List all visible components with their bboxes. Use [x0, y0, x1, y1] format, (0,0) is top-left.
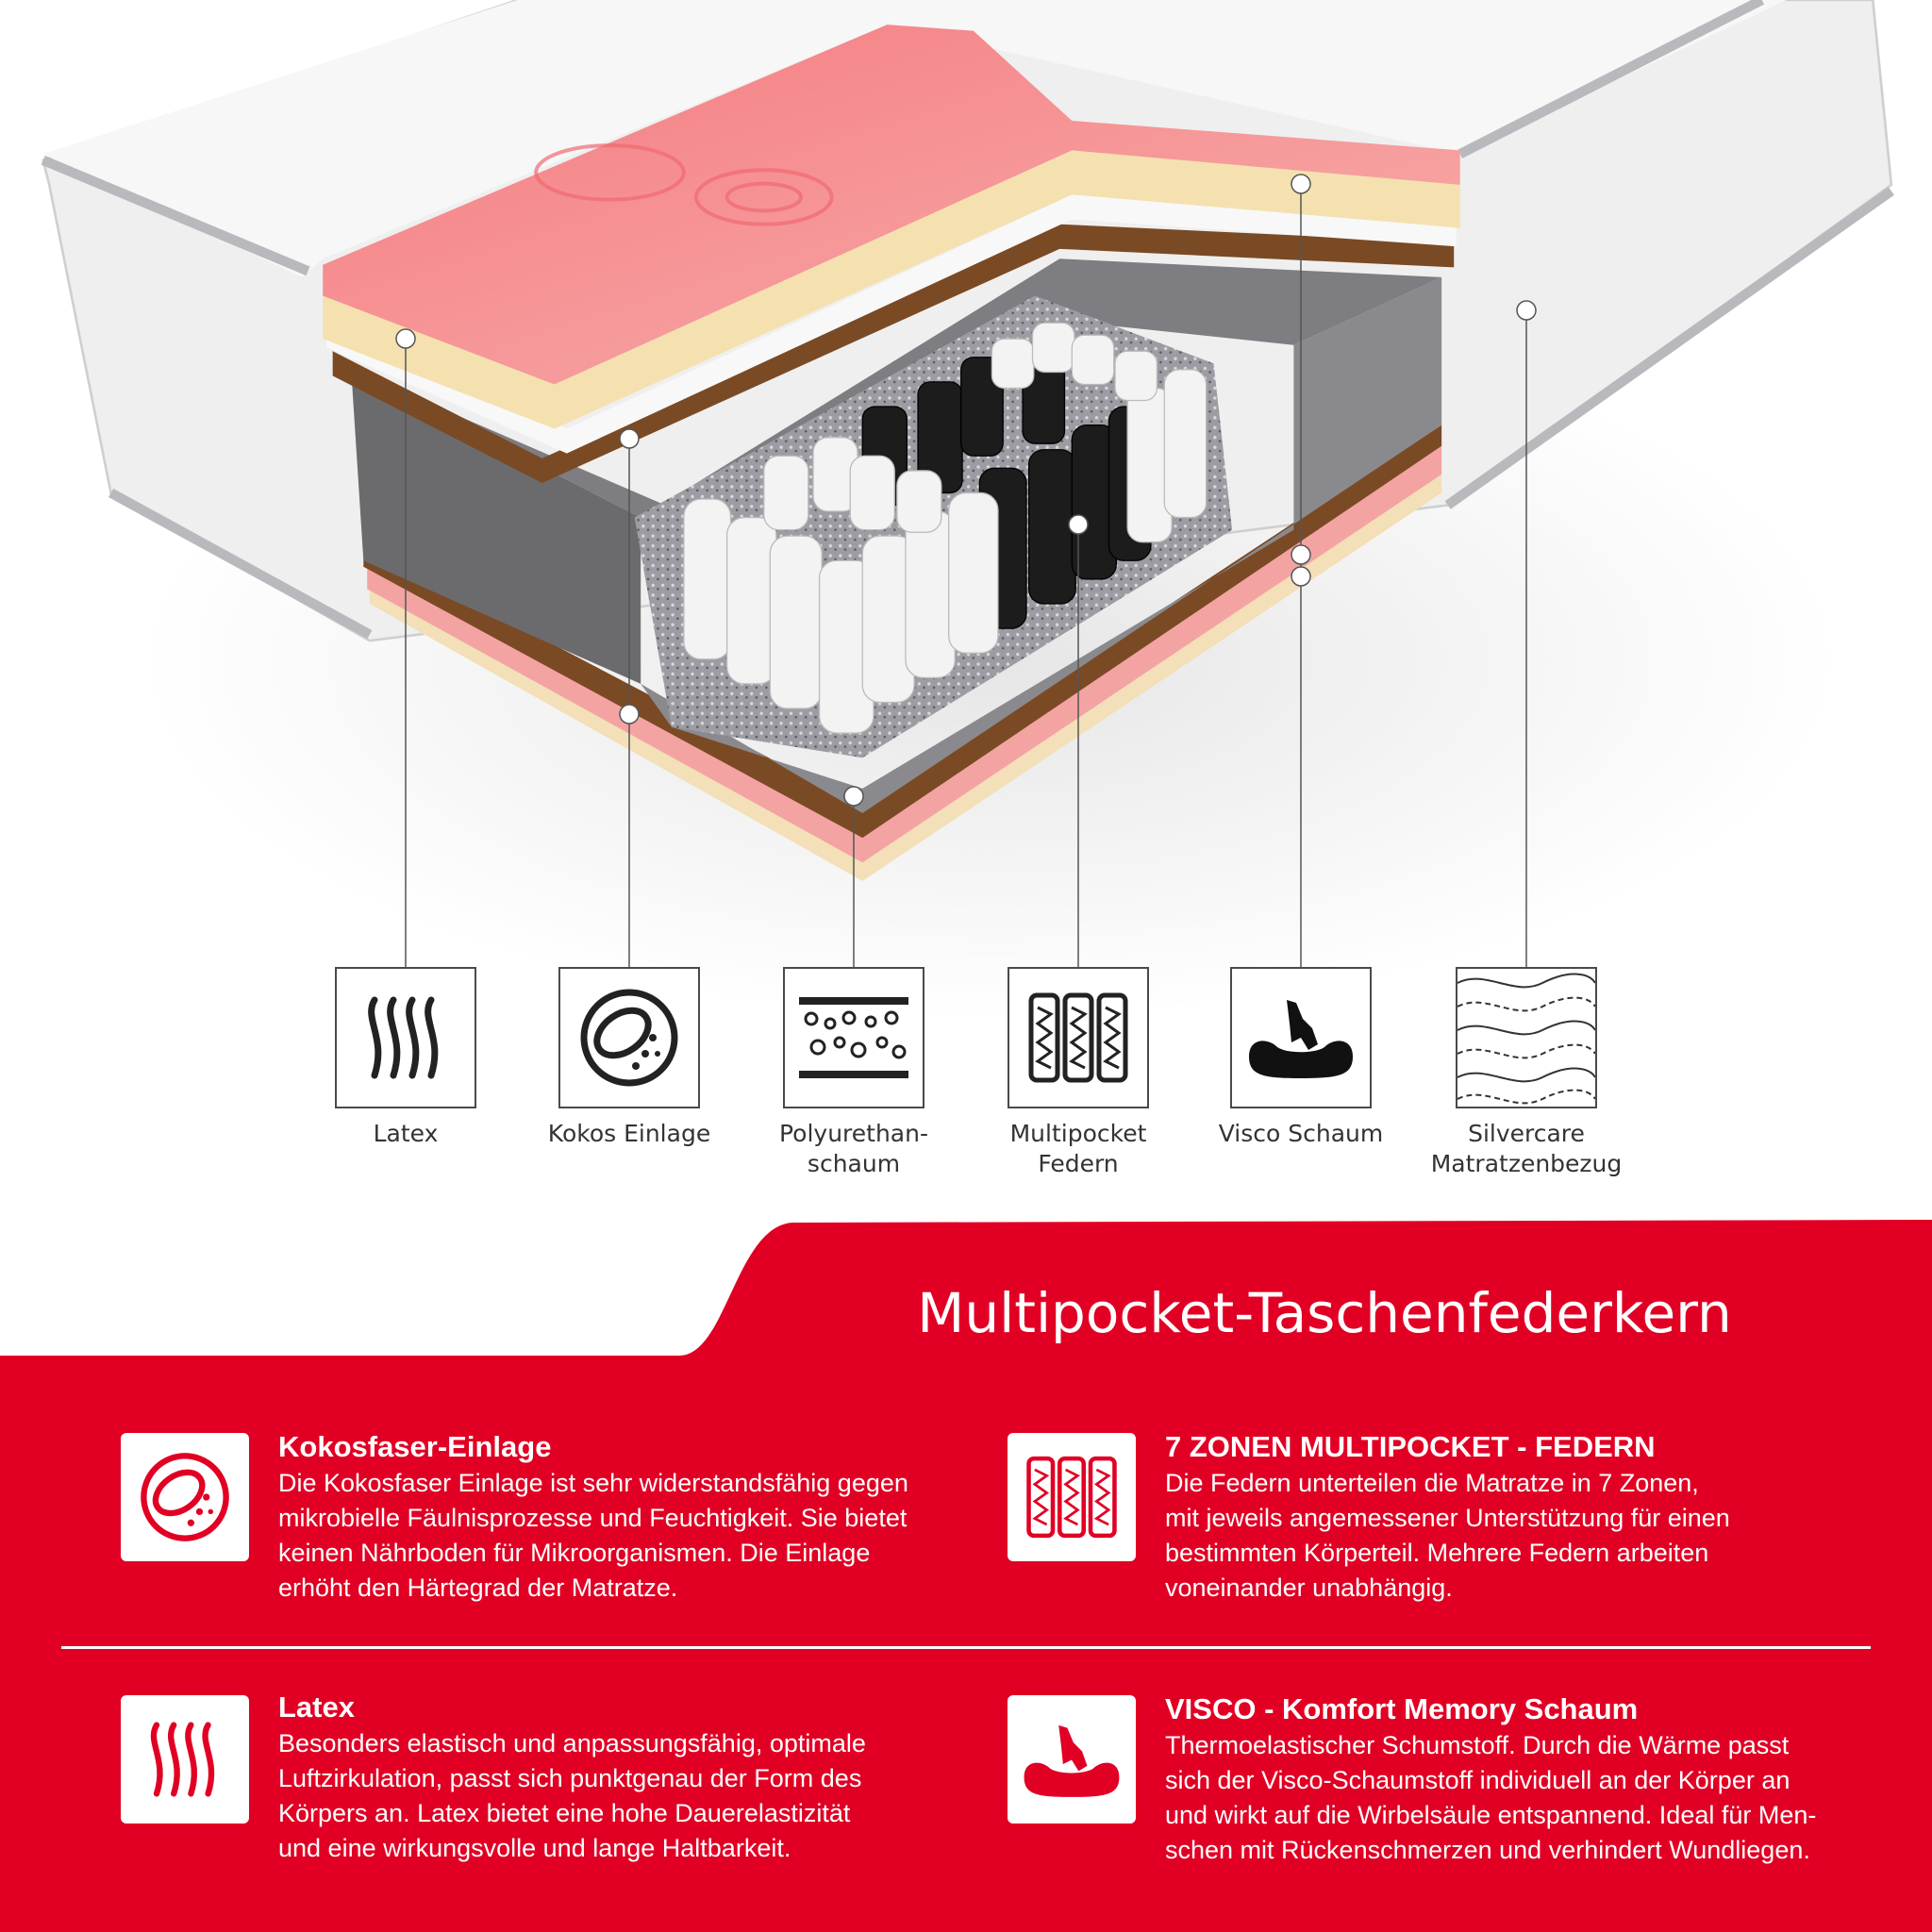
feature-icon-latex	[121, 1695, 249, 1824]
label-line: Matratzenbezug	[1430, 1150, 1623, 1177]
coconut-icon	[141, 1453, 229, 1541]
feature-line: sich der Visco-Schaumstoff individuell a…	[1165, 1766, 1790, 1794]
layer-icon-visco	[1230, 967, 1372, 1108]
label-line: Silvercare	[1468, 1120, 1585, 1147]
label-line: Multipocket	[1009, 1120, 1147, 1147]
feature-icon-visco	[1008, 1695, 1136, 1824]
layer-icon-silvercare	[1456, 967, 1597, 1108]
latex-waves-icon	[150, 1722, 215, 1797]
feature-visco: VISCO - Komfort Memory Schaum Thermoelas…	[1165, 1690, 1816, 1868]
divider	[61, 1646, 1871, 1649]
foam-frame-front	[351, 369, 641, 684]
feature-line: mit jeweils angemessener Unterstützung f…	[1165, 1504, 1730, 1532]
red-background	[0, 1220, 1932, 1932]
feature-line: Körpers an. Latex bietet eine hohe Dauer…	[278, 1799, 851, 1827]
feature-title: Kokosfaser-Einlage	[278, 1430, 552, 1463]
springs-icon	[1026, 1456, 1117, 1539]
feature-line: keinen Nährboden für Mikroorganismen. Di…	[278, 1539, 871, 1567]
foam-icon	[799, 997, 908, 1078]
feature-line: Die Kokosfaser Einlage ist sehr widersta…	[278, 1469, 908, 1497]
leader-lines	[395, 174, 1537, 967]
label-line: schaum	[807, 1150, 901, 1177]
feature-title: 7 ZONEN MULTIPOCKET - FEDERN	[1165, 1430, 1656, 1463]
feature-line: erhöht den Härtegrad der Matratze.	[278, 1574, 678, 1602]
feature-latex: Latex Besonders elastisch und anpassungs…	[278, 1689, 866, 1866]
layer-icon-latex	[335, 967, 476, 1108]
latex-layer	[323, 150, 1460, 429]
cover-top	[42, 0, 1787, 277]
feature-title: VISCO - Komfort Memory Schaum	[1165, 1692, 1639, 1725]
layer-icon-multipocket	[1008, 967, 1149, 1108]
layer-label-visco: Visco Schaum	[1218, 1120, 1384, 1147]
feature-line: und eine wirkungsvolle und lange Haltbar…	[278, 1834, 791, 1862]
feature-line: Besonders elastisch und anpassungsfähig,…	[278, 1729, 866, 1757]
feature-line: Die Federn unterteilen die Matratze in 7…	[1165, 1469, 1699, 1497]
cover-fabric-icon	[1457, 973, 1595, 1105]
feature-line: mikrobielle Fäulnisprozesse und Feuchtig…	[278, 1504, 908, 1532]
feature-title: Latex	[278, 1690, 355, 1724]
visco-layer	[323, 25, 1460, 385]
hand-foam-icon	[1024, 1724, 1120, 1797]
feature-line: voneinander unabhängig.	[1165, 1574, 1453, 1602]
layer-icon-kokos	[558, 967, 700, 1108]
feature-icon-springs	[1008, 1433, 1136, 1561]
pocket-springs	[683, 322, 1208, 734]
layer-label-kokos: Kokos Einlage	[547, 1120, 711, 1147]
latex-waves-icon	[368, 996, 439, 1079]
label-line: Polyurethan-	[778, 1120, 928, 1147]
feature-line: bestimmten Körperteil. Mehrere Federn ar…	[1165, 1539, 1709, 1567]
feature-line: und wirkt auf die Wirbelsäule entspannen…	[1165, 1801, 1817, 1829]
feature-icon-kokos	[121, 1433, 249, 1561]
springs-icon	[1028, 992, 1128, 1083]
feature-springs: 7 ZONEN MULTIPOCKET - FEDERN Die Federn …	[1165, 1428, 1730, 1606]
top-coconut-layer	[332, 224, 1455, 483]
feature-line: Luftzirkulation, passt sich punktgenau d…	[278, 1764, 862, 1792]
layer-label-polyurethan: Polyurethan-schaum	[731, 1119, 976, 1179]
feature-line: Thermoelastischer Schumstoff. Durch die …	[1165, 1731, 1790, 1759]
layer-label-latex: Latex	[373, 1120, 439, 1147]
feature-line: schen mit Rückenschmerzen und verhindert…	[1165, 1836, 1810, 1864]
feature-kokos: Kokosfaser-Einlage Die Kokosfaser Einlag…	[278, 1428, 908, 1606]
label-line: Federn	[1038, 1150, 1119, 1177]
pu-foam-layer	[326, 194, 1457, 454]
hand-foam-icon	[1249, 1000, 1353, 1078]
section-title: Multipocket-Taschenfederkern	[917, 1281, 1732, 1345]
layer-icon-polyurethan	[783, 967, 924, 1108]
coconut-icon	[580, 989, 678, 1087]
